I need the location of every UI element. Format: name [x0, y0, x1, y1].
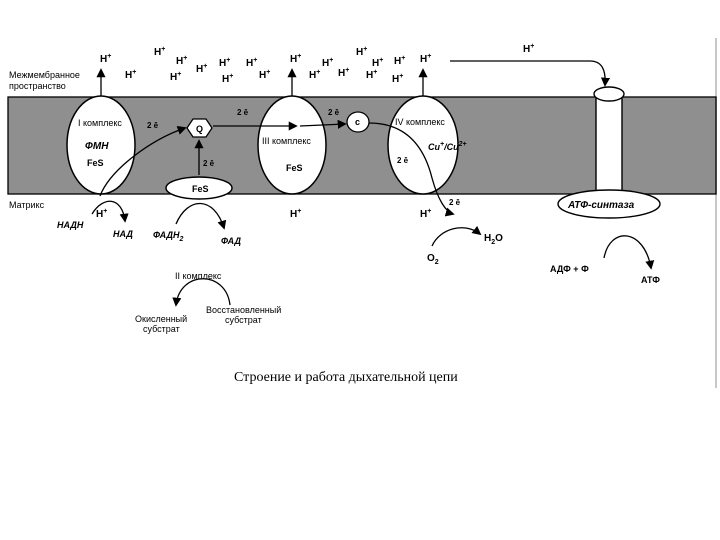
proton-4: H+ — [176, 55, 187, 67]
proton-8: H+ — [222, 73, 233, 85]
water-label: H2O — [484, 233, 503, 246]
proton-matrix-2: H+ — [290, 208, 301, 220]
proton-matrix-3: H+ — [420, 208, 431, 220]
oxygen-label: O2 — [427, 253, 439, 266]
complex-i-title: I комплекс — [78, 118, 122, 128]
atp-synthase-top — [593, 86, 625, 102]
proton-7: H+ — [219, 57, 230, 69]
proton-6: H+ — [196, 63, 207, 75]
proton-13: H+ — [322, 57, 333, 69]
proton-21: H+ — [523, 43, 534, 55]
intermembrane-label-2: пространство — [9, 81, 66, 91]
nad-label: НАД — [113, 229, 133, 239]
complex-iii-fes: FeS — [286, 163, 303, 173]
proton-3: H+ — [154, 46, 165, 58]
proton-5: H+ — [170, 71, 181, 83]
arrow-nadh-to-nad — [91, 200, 129, 223]
cytochrome-c-label: c — [355, 117, 360, 127]
complex-iii-title: III комплекс — [262, 136, 311, 146]
electron-label-3: 2 ē — [328, 108, 340, 117]
electron-label-4: 2 ē — [203, 159, 215, 168]
atp-synthase-label: АТФ-синтаза — [567, 200, 635, 211]
complex-i-fmn: ФМН — [85, 141, 109, 152]
electron-label-2: 2 ē — [237, 108, 249, 117]
reduced-substrate-2: субстрат — [225, 315, 262, 325]
electron-label-5: 2 ē — [397, 156, 409, 165]
fad-label: ФАД — [221, 236, 242, 246]
proton-16: H+ — [372, 57, 383, 69]
proton-10: H+ — [259, 69, 270, 81]
intermembrane-label-1: Межмембранное — [9, 70, 80, 80]
nadh-label: НАДН — [57, 220, 84, 230]
proton-11: H+ — [290, 53, 301, 65]
matrix-label: Матрикс — [9, 200, 45, 210]
proton-14: H+ — [338, 67, 349, 79]
electron-label-1: 2 ē — [147, 121, 159, 130]
atp-synthase-channel — [595, 94, 623, 196]
arrow-oxygen-to-water — [431, 225, 482, 247]
arrow-c-to-complex-iv — [368, 122, 455, 217]
arrow-adp-to-atp — [603, 235, 655, 270]
proton-matrix-1: H+ — [96, 208, 107, 220]
arrow-complex-i-to-q — [99, 126, 187, 197]
arrow-proton-to-atp-synthase — [450, 60, 611, 87]
reduced-substrate-1: Восстановленный — [206, 305, 281, 315]
proton-2: H+ — [125, 69, 136, 81]
complex-ii-fes: FeS — [192, 184, 209, 194]
figure-caption: Строение и работа дыхательной цепи — [234, 370, 458, 385]
proton-18: H+ — [394, 55, 405, 67]
arrow-reduced-to-oxidized-substrate — [172, 278, 231, 307]
electron-label-6: 2 ē — [449, 198, 461, 207]
ubiquinone-label: Q — [196, 124, 203, 134]
proton-1: H+ — [100, 53, 111, 65]
atp-label: АТФ — [641, 275, 660, 285]
complex-i-fes: FeS — [87, 158, 104, 168]
proton-19: H+ — [392, 73, 403, 85]
ubiquinone-carrier — [186, 118, 213, 138]
fadh2-label: ФАДН2 — [153, 230, 184, 243]
complex-ii — [165, 176, 233, 200]
oxidized-substrate-2: субстрат — [143, 324, 180, 334]
oxidized-substrate-1: Окисленный — [135, 314, 187, 324]
complex-iv-cu: Cu+/Cu2+ — [428, 141, 467, 152]
adp-label: АДФ + Ф — [550, 264, 589, 274]
proton-15: H+ — [356, 46, 367, 58]
arrow-fadh2-to-fad — [175, 202, 227, 230]
atp-synthase-head — [557, 189, 661, 219]
complex-iv-title: IV комплекс — [395, 117, 445, 127]
cytochrome-c — [346, 111, 370, 133]
complex-ii-title: II комплекс — [175, 271, 222, 281]
proton-12: H+ — [309, 69, 320, 81]
proton-20: H+ — [420, 53, 431, 65]
proton-17: H+ — [366, 69, 377, 81]
arrow-complex-iii-to-c — [299, 119, 347, 129]
proton-9: H+ — [246, 57, 257, 69]
